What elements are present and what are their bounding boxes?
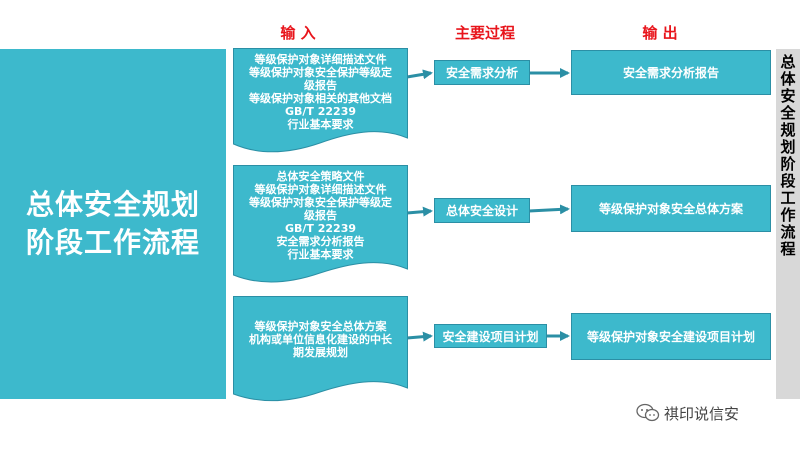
row2-output-box: 等级保护对象安全总体方案: [571, 185, 771, 232]
watermark: 祺印说信安: [636, 401, 739, 425]
row2-input-line: 等级保护对象详细描述文件: [254, 182, 387, 196]
watermark-text: 祺印说信安: [664, 404, 740, 423]
arrow-row2-input: [406, 206, 433, 217]
row1-input-doc-shape: [233, 48, 408, 153]
row2-input-line: GB/T 22239: [284, 221, 357, 235]
row2-input-doc-shape: [233, 165, 408, 283]
row1-input-doc: 等级保护对象详细描述文件 等级保护对象安全保护等级定 级报告 等级保护对象相关的…: [236, 50, 405, 134]
row3-input-line: 机构或单位信息化建设的中长: [249, 332, 392, 346]
chat-bubble-icon: [636, 403, 660, 422]
row1-process-box: 安全需求分析: [434, 60, 530, 85]
row3-input-line: 等级保护对象安全总体方案: [254, 319, 387, 333]
row2-input-line: 安全需求分析报告: [276, 234, 365, 248]
arrow-row1-input: [406, 69, 433, 80]
row2-input-line: 级报告: [304, 208, 337, 222]
left-title-line-1: 总体安全规划: [25, 188, 200, 221]
left-title-panel: 总体安全规划 阶段工作流程: [0, 49, 226, 399]
row1-input-line: 级报告: [304, 79, 337, 92]
row1-input-line: 等级保护对象安全保护等级定: [249, 66, 392, 79]
row2-process-box: 总体安全设计: [434, 198, 530, 223]
row3-process-box: 安全建设项目计划: [434, 324, 547, 348]
right-side-bar: 总体安全规划阶段工作流程: [776, 49, 800, 399]
row2-input-doc: 总体安全策略文件 等级保护对象详细描述文件 等级保护对象安全保护等级定 级报告 …: [236, 167, 405, 263]
row1-output-box: 安全需求分析报告: [571, 50, 771, 95]
row3-input-doc: 等级保护对象安全总体方案 机构或单位信息化建设的中长 期发展规划: [236, 300, 405, 378]
header-output: 输 出: [642, 24, 678, 42]
row1-input-line: GB/T 22239: [284, 105, 357, 118]
row3-output-box: 等级保护对象安全建设项目计划: [571, 313, 771, 360]
arrow-row2-output: [528, 204, 570, 215]
row2-input-line: 行业基本要求: [287, 247, 354, 261]
right-vertical-label: 总体安全规划阶段工作流程: [778, 54, 797, 258]
header-input: 输 入: [280, 24, 316, 42]
row1-input-line: 行业基本要求: [287, 118, 354, 131]
row2-input-line: 总体安全策略文件: [276, 169, 365, 183]
row1-input-line: 等级保护对象详细描述文件: [254, 53, 387, 66]
left-title: 总体安全规划 阶段工作流程: [13, 186, 213, 262]
arrow-row3-input: [406, 331, 433, 342]
left-title-line-2: 阶段工作流程: [25, 226, 200, 259]
row3-input-line: 期发展规划: [293, 345, 348, 359]
row3-input-doc-shape: [233, 296, 408, 401]
row2-input-line: 等级保护对象安全保护等级定: [249, 195, 392, 209]
row1-input-line: 等级保护对象相关的其他文档: [249, 92, 392, 105]
header-process: 主要过程: [454, 24, 515, 42]
